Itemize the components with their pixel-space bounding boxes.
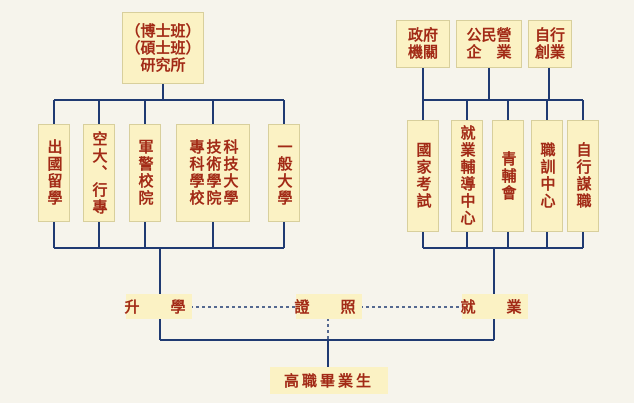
- tech-university-label: 科技大學 技術學院 專科學校: [187, 139, 240, 207]
- national-exam-box: 國家考試: [407, 120, 439, 232]
- national-exam-label: 國家考試: [414, 142, 433, 210]
- government-agency-box: 政府 機關: [396, 20, 450, 68]
- military-police-academy-box: 軍警校院: [129, 124, 161, 222]
- vocational-training-center-label: 職訓中心: [538, 142, 557, 210]
- employment-label: 就 業: [461, 294, 528, 319]
- self-startup-box: 自行 創業: [528, 20, 572, 68]
- certification-label: 證 照: [295, 294, 362, 319]
- employment-center-label: 就業輔導中心: [458, 125, 477, 227]
- tech-university-box: 科技大學 技術學院 專科學校: [176, 124, 250, 222]
- further-study-label: 升 學: [125, 294, 192, 319]
- graduate-school-box: （博士班） （碩士班） 研究所: [122, 12, 204, 84]
- youth-commission-box: 青輔會: [492, 120, 524, 232]
- self-job-search-box: 自行謀職: [567, 120, 599, 232]
- employment-center-box: 就業輔導中心: [451, 120, 483, 232]
- vocational-training-center-box: 職訓中心: [531, 120, 563, 232]
- general-university-box: 一般大學: [268, 124, 300, 222]
- military-police-academy-label: 軍警校院: [136, 139, 155, 207]
- study-abroad-label: 出國留學: [45, 139, 64, 207]
- open-university-label: 空大、行專: [90, 130, 109, 216]
- study-abroad-box: 出國留學: [38, 124, 70, 222]
- general-university-label: 一般大學: [275, 139, 294, 207]
- youth-commission-label: 青輔會: [499, 150, 518, 202]
- public-private-enterprise-box: 公民營 企 業: [456, 20, 522, 68]
- self-job-search-label: 自行謀職: [574, 142, 593, 210]
- vocational-graduate-root: 高職畢業生: [270, 367, 388, 394]
- open-university-box: 空大、行專: [83, 124, 115, 222]
